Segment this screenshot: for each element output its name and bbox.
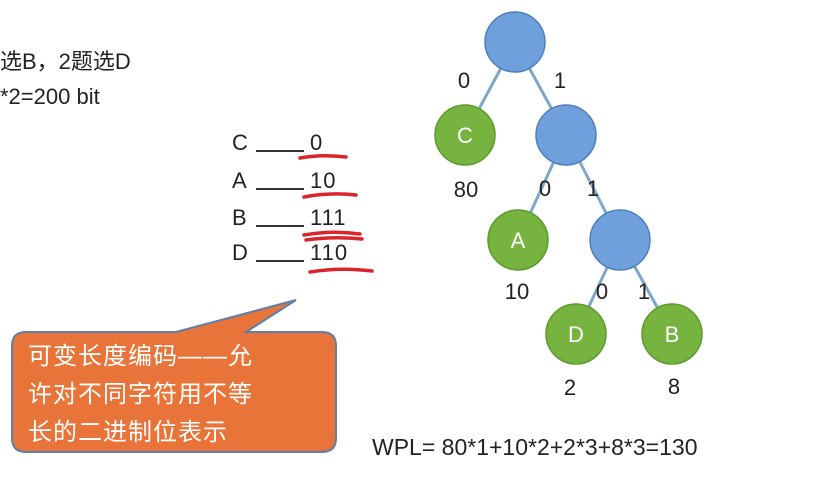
leaf-label: D xyxy=(568,322,584,347)
edge-label: 0 xyxy=(596,279,608,304)
intro-line-2: *2=200 bit xyxy=(0,84,100,109)
edge-label: 1 xyxy=(554,68,566,93)
edge-label: 0 xyxy=(539,176,551,201)
code-row-a: A 10 xyxy=(232,168,336,194)
red-underline xyxy=(302,192,358,199)
leaf-weight: 80 xyxy=(454,177,478,202)
internal-node xyxy=(535,104,597,166)
leaf-node-d xyxy=(545,303,607,365)
callout-line: 许对不同字符用不等 xyxy=(28,381,253,408)
leaf-weight: 10 xyxy=(505,279,529,304)
leaf-label: A xyxy=(511,228,526,253)
red-underline xyxy=(304,235,364,242)
intro-line-1: 选B，2题选D xyxy=(0,49,131,74)
red-underline xyxy=(302,230,362,237)
code-bits: 0 xyxy=(310,130,324,155)
code-symbol: D xyxy=(232,240,248,265)
red-underline xyxy=(308,267,374,274)
leaf-node-a xyxy=(487,209,549,271)
internal-node xyxy=(484,11,546,73)
leaf-weight: 2 xyxy=(564,375,576,400)
leaf-node-b xyxy=(641,303,703,365)
code-bits: 111 xyxy=(310,205,347,230)
leaf-node-c xyxy=(434,104,496,166)
callout-line: 长的二进制位表示 xyxy=(28,419,228,446)
code-symbol: B xyxy=(232,205,247,230)
wpl-formula: WPL= 80*1+10*2+2*3+8*3=130 xyxy=(372,434,698,460)
edge-label: 1 xyxy=(587,176,599,201)
code-symbol: C xyxy=(232,130,248,155)
callout-text: 可变长度编码——允 许对不同字符用不等 长的二进制位表示 xyxy=(28,338,328,452)
callout-line: 可变长度编码——允 xyxy=(28,343,253,370)
code-bits: 10 xyxy=(310,168,337,193)
leaf-label: B xyxy=(665,322,680,347)
callout-bubble xyxy=(11,299,337,453)
leaf-label: C xyxy=(457,123,473,148)
red-underline xyxy=(298,153,348,160)
code-bits: 110 xyxy=(310,240,349,265)
edge-label: 0 xyxy=(458,68,470,93)
code-row-d: D 110 xyxy=(232,240,348,266)
edge-label: 1 xyxy=(638,279,650,304)
code-row-b: B 111 xyxy=(232,205,346,231)
leaf-weight: 8 xyxy=(668,374,680,399)
internal-node xyxy=(589,209,651,271)
code-symbol: A xyxy=(232,168,247,193)
